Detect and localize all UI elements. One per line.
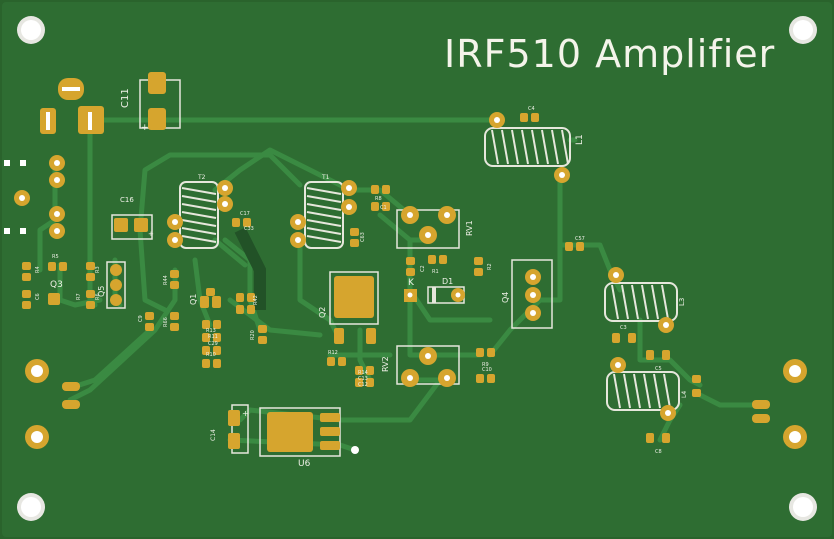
- label-c12: C12: [358, 382, 368, 388]
- board-title: IRF510 Amplifier: [444, 32, 776, 76]
- label-d1: D1: [442, 277, 453, 286]
- inductor-L1: [484, 127, 571, 167]
- label-q2: Q2: [318, 307, 327, 318]
- label-c2: C2: [420, 265, 426, 272]
- label-c6: C6: [35, 293, 41, 300]
- label-c13: C13: [358, 376, 368, 382]
- label-r4: R4: [35, 266, 41, 273]
- label-t2: T2: [197, 174, 206, 181]
- label-r3: R3: [95, 266, 101, 273]
- diode-cathode-mark: [432, 287, 436, 303]
- label-t1: T1: [321, 174, 330, 181]
- smd-pads: [22, 72, 770, 452]
- label-c3: C3: [620, 325, 627, 331]
- label-r11: R11: [208, 334, 218, 340]
- label-q3: Q3: [50, 280, 63, 290]
- label-r20: R20: [250, 330, 256, 340]
- label-q1: Q1: [189, 294, 198, 305]
- label-c9: C9: [138, 315, 144, 322]
- label-k: K: [408, 278, 415, 288]
- label-r42: R42: [253, 295, 259, 305]
- label-r10: R10: [206, 352, 216, 358]
- label-r14: R14: [358, 370, 368, 376]
- label-c8: C8: [655, 449, 662, 455]
- label-c33: C33: [244, 226, 254, 232]
- label-r2: R2: [487, 263, 493, 270]
- inductor-L4: [606, 371, 680, 411]
- silkscreen-labels: C11 + C16 + C4 L1 T2 T1 R8 C1 C17 C63 RV…: [35, 88, 688, 469]
- label-r12: R12: [328, 350, 338, 356]
- label-c63: C63: [360, 232, 366, 242]
- through-hole-pads: [4, 87, 807, 454]
- label-r6: R6: [95, 293, 101, 300]
- label-l3: L3: [678, 298, 686, 306]
- label-rv1: RV1: [465, 220, 474, 236]
- mounting-holes: [17, 16, 817, 521]
- inductor-L3: [604, 282, 678, 322]
- label-rv2: RV2: [381, 356, 390, 372]
- label-c11: C11: [120, 88, 131, 108]
- transformer-T2: [179, 181, 219, 249]
- label-c17: C17: [240, 211, 250, 217]
- label-l1: L1: [575, 134, 585, 145]
- label-r1: R1: [432, 269, 439, 275]
- label-c5: C5: [655, 366, 662, 372]
- label-l4: L4: [681, 391, 688, 398]
- label-r8: R8: [375, 196, 382, 202]
- label-c4: C4: [528, 106, 535, 112]
- label-r44: R44: [163, 275, 169, 285]
- silkscreen-outlines: [106, 79, 553, 457]
- label-plus-c14: +: [242, 409, 249, 418]
- label-r66: R66: [163, 317, 169, 327]
- label-c10: C10: [482, 367, 492, 373]
- label-u6: U6: [298, 459, 311, 469]
- label-c29: C29: [208, 341, 218, 347]
- label-q5: Q5: [97, 286, 106, 297]
- label-plus-c11: +: [141, 123, 149, 133]
- label-r13: R13: [206, 328, 216, 334]
- label-r5: R5: [52, 254, 59, 260]
- power-trace: [234, 227, 266, 310]
- label-c14: C14: [210, 429, 217, 441]
- label-q4: Q4: [501, 292, 510, 303]
- label-plus-c16: +: [148, 230, 154, 238]
- label-r9: R9: [482, 362, 489, 368]
- label-c16: C16: [120, 196, 134, 204]
- label-c1: C1: [380, 205, 387, 211]
- label-r7: R7: [76, 293, 82, 300]
- label-c57: C57: [575, 236, 585, 242]
- transformer-T1: [304, 181, 344, 249]
